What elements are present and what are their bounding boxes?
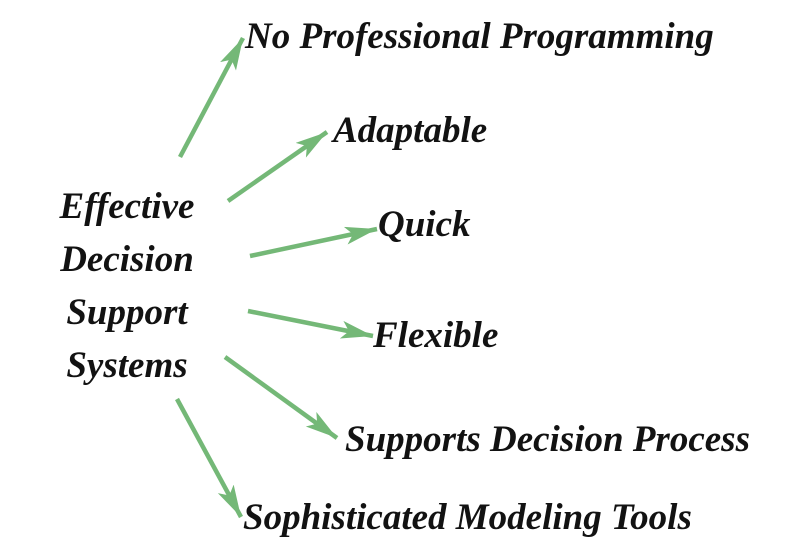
arrow-to-sophisticated-modeling-tools — [175, 397, 243, 519]
benefit-sophisticated-modeling-tools: Sophisticated Modeling Tools — [243, 497, 692, 538]
center-concept-line: Support — [66, 292, 188, 333]
benefit-adaptable: Adaptable — [333, 110, 488, 151]
arrow-to-supports-decision-process — [223, 355, 339, 440]
center-concept-line: Effective — [59, 186, 195, 227]
benefit-no-professional-programming: No Professional Programming — [245, 16, 714, 57]
arrow-to-adaptable — [226, 130, 329, 203]
center-concept-line: Decision — [60, 239, 194, 280]
center-concept: Effective Decision Support Systems — [16, 180, 238, 392]
benefit-flexible: Flexible — [373, 315, 499, 356]
arrow-to-quick — [249, 226, 378, 259]
benefit-supports-decision-process: Supports Decision Process — [345, 419, 750, 460]
arrow-to-flexible — [247, 308, 374, 339]
benefit-quick: Quick — [378, 204, 471, 245]
center-concept-line: Systems — [66, 345, 188, 386]
arrow-to-no-professional-programming — [178, 36, 245, 159]
